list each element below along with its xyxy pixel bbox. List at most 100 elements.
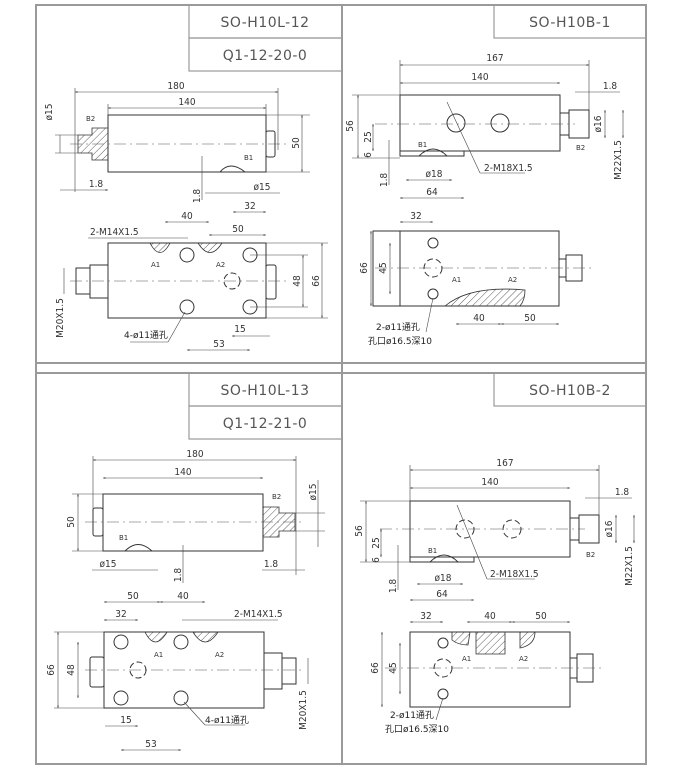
- dim-hole-spacing: 45: [388, 662, 399, 673]
- thread-callout: 2-M18X1.5: [490, 569, 539, 580]
- dim-25: 25: [363, 131, 374, 142]
- label-b2: B2: [86, 115, 95, 123]
- b1-port: [418, 148, 448, 157]
- dim-32: 32: [115, 609, 126, 620]
- b1-port: [124, 544, 153, 552]
- br-top-view: 167 140 1.8 56 25 6 1.8 B1 B2 ø18 64 2-M…: [354, 458, 635, 601]
- dim-a2-pos: 50: [524, 313, 536, 324]
- m18-port: [455, 519, 475, 539]
- dim-height: 56: [345, 120, 356, 132]
- a-ports-section: [443, 288, 526, 307]
- label-b2: B2: [576, 144, 585, 152]
- model-number: SO-H10L-13: [220, 383, 309, 399]
- label-a1: A1: [154, 651, 163, 659]
- dim-body: 140: [178, 97, 195, 108]
- dim-6: 6: [363, 152, 374, 158]
- dim-53: 53: [213, 339, 224, 350]
- holes-callout: 4-ø11通孔: [205, 715, 249, 726]
- pin-fitting: [568, 109, 590, 139]
- mount-hole: [113, 634, 129, 650]
- dim-a-spacing: 40: [177, 591, 189, 602]
- pilot-port: [223, 272, 241, 290]
- label-a1: A1: [452, 276, 461, 284]
- label-a2: A2: [508, 276, 517, 284]
- model-number: SO-H10B-2: [529, 383, 611, 399]
- a2-port: [197, 242, 223, 253]
- br-front-view: A1 A2 32 40 50 66 45 2-ø11通孔 孔口ø16.5深10: [370, 611, 605, 735]
- dim-53: 53: [145, 739, 156, 750]
- hex-nut: [569, 517, 580, 541]
- counterbore-callout: 孔口ø16.5深10: [385, 724, 449, 735]
- label-a1: A1: [462, 655, 471, 663]
- dim-32: 32: [420, 611, 431, 622]
- side-fitting: [281, 657, 297, 685]
- dim-1-8: 1.8: [388, 579, 399, 594]
- dim-pin-dia: ø16: [604, 520, 615, 537]
- end-plug: [265, 264, 277, 300]
- tr-top-view: 167 140 1.8 56 25 6 1.8 B1 B2 ø18 64 2-M…: [345, 53, 624, 199]
- label-b1: B1: [244, 154, 253, 162]
- mount-hole: [427, 237, 439, 249]
- pilot-port: [433, 658, 453, 678]
- dim-height: 66: [359, 262, 370, 274]
- tl-front-view: A1 A2 40 50 2-M14X1.5 66 48 M20X1.5 4-ø1…: [55, 211, 328, 351]
- dim-hole-spacing: 45: [378, 262, 389, 273]
- dim-overall: 180: [167, 81, 184, 92]
- tl-top-view: 180 140 50 ø15 B2 B1 1.8 1.8 ø15 32: [44, 81, 310, 213]
- dim-port-dia: ø15: [308, 484, 319, 501]
- label-b1: B1: [119, 534, 128, 542]
- mount-hole: [437, 688, 449, 700]
- dim-offset: 1.8: [603, 81, 618, 92]
- dim-port-dia: ø15: [44, 104, 55, 121]
- tr-front-view: A1 A2 32 66 45 40 50 2-ø11通孔 孔口ø16.5深10: [359, 211, 595, 347]
- dim-b1-dia: ø15: [254, 182, 271, 193]
- valve-body: [107, 114, 267, 173]
- dim-a-spacing: 40: [473, 313, 485, 324]
- dim-body: 140: [471, 72, 488, 83]
- thread-callout: 2-M14X1.5: [234, 609, 283, 620]
- dim-15: 15: [234, 324, 245, 335]
- label-a2: A2: [216, 261, 225, 269]
- pilot-port: [129, 661, 147, 679]
- dim-32: 32: [410, 211, 421, 222]
- bl-top-view: 180 140 50 ø15 B2 B1 ø15 1.8 1.8: [66, 449, 325, 583]
- dim-side-thread: M20X1.5: [55, 298, 66, 338]
- dim-height: 56: [354, 525, 365, 537]
- label-a1: A1: [151, 261, 160, 269]
- a-port-section: [475, 631, 506, 655]
- end-plug: [89, 656, 105, 688]
- dim-b1-pos: 64: [426, 187, 438, 198]
- dim-side-thread: M22X1.5: [624, 546, 635, 586]
- a1-port: [144, 631, 168, 643]
- dim-b1-depth: 1.8: [173, 568, 184, 583]
- dim-offset: 1.8: [615, 487, 630, 498]
- dim-b1-dia: ø18: [435, 573, 452, 584]
- side-boss: [89, 264, 109, 299]
- counterbore-callout: 孔口ø16.5深10: [368, 336, 432, 347]
- label-b2: B2: [586, 551, 595, 559]
- dim-b1-pos: 32: [244, 201, 255, 212]
- dim-side-thread: M20X1.5: [298, 690, 309, 730]
- dim-overall: 167: [486, 53, 503, 64]
- mount-hole: [173, 634, 189, 650]
- thread-callout: 2-M18X1.5: [484, 163, 533, 174]
- dim-a2-pos: 50: [535, 611, 547, 622]
- dim-50: 50: [127, 591, 139, 602]
- dim-hole-spacing: 48: [66, 664, 77, 676]
- dim-1-8: 1.8: [379, 173, 390, 188]
- label-b1: B1: [418, 141, 427, 149]
- dim-a-spacing: 40: [484, 611, 496, 622]
- dim-offset: 1.8: [89, 179, 104, 190]
- a1-port: [149, 242, 171, 253]
- dim-25: 25: [371, 537, 382, 548]
- dim-pin-dia: ø16: [593, 115, 604, 132]
- dim-b1-pos: 64: [436, 589, 448, 600]
- b1-port: [219, 165, 246, 173]
- side-boss: [263, 652, 283, 690]
- dim-height: 66: [46, 664, 57, 676]
- dim-overall: 167: [496, 458, 513, 469]
- a1-section: [451, 631, 471, 646]
- m18-port: [446, 113, 466, 133]
- part-code: Q1-12-21-0: [223, 416, 308, 432]
- model-number: SO-H10B-1: [529, 15, 611, 31]
